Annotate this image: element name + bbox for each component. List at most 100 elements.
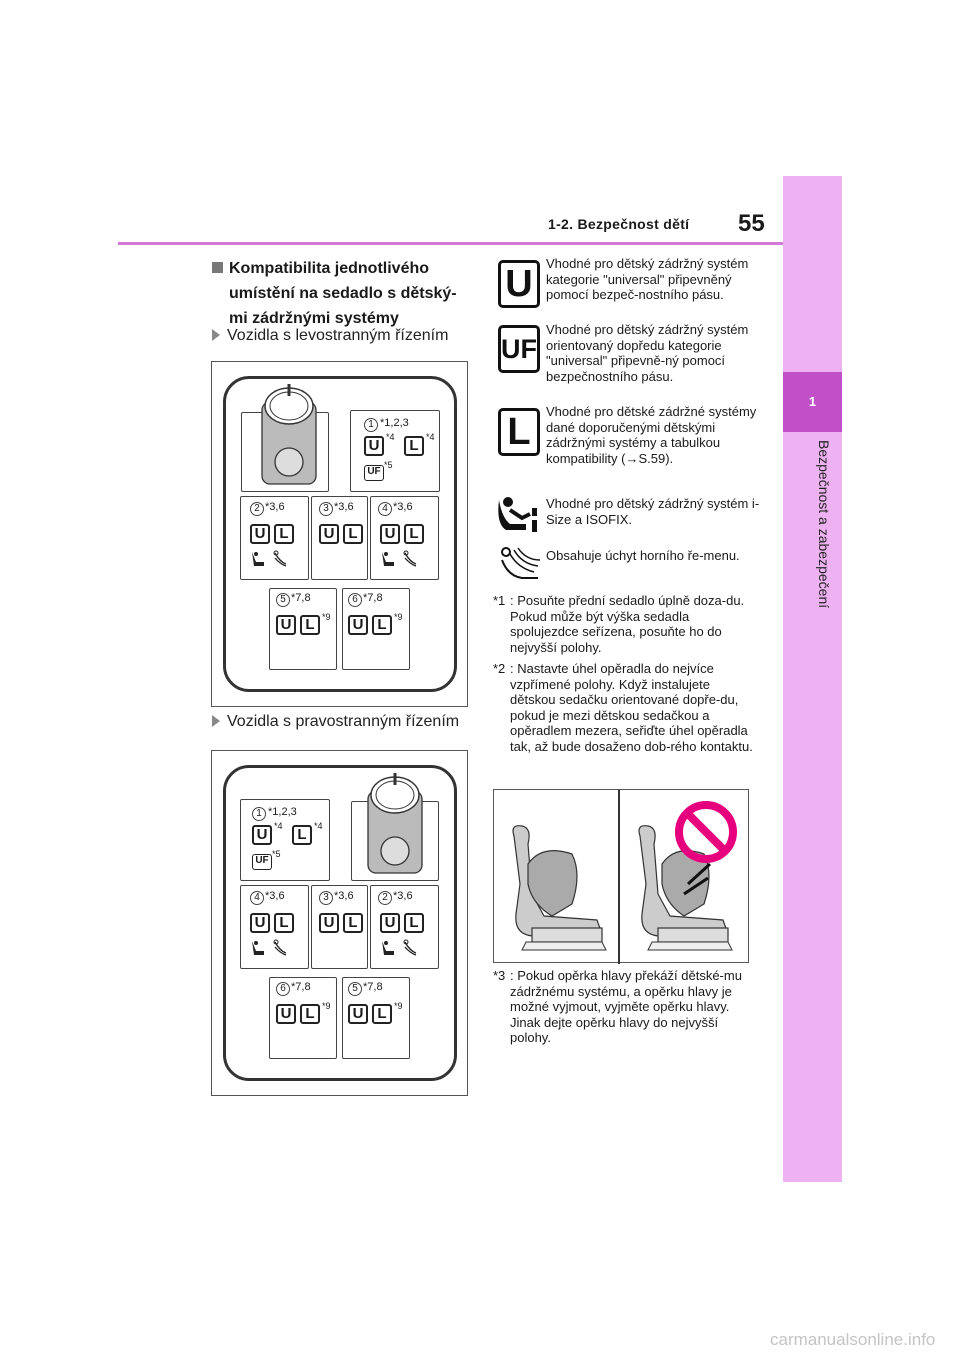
footnote-text: : Posuňte přední sedadlo úplně doza-du. … <box>510 593 745 655</box>
note-sup: *5 <box>384 460 393 470</box>
vehicle-outline <box>223 376 457 692</box>
seat-number: 3 <box>319 502 333 516</box>
triangle-bullet-icon <box>212 715 220 727</box>
seat-position-5 <box>342 977 410 1059</box>
note-sup: *4 <box>314 821 323 831</box>
anchor-icon <box>501 547 541 579</box>
subheading-rhd: Vozidla s pravostranným řízením <box>212 713 459 731</box>
seat-note: *3,6 <box>265 890 285 902</box>
heading-line-3: mi zádržnými systémy <box>229 310 399 327</box>
page-number: 55 <box>738 210 765 237</box>
uf-label: UF <box>364 465 384 481</box>
prohibited-icon <box>675 801 737 863</box>
l-label: L <box>404 913 424 933</box>
l-label: L <box>372 1004 392 1024</box>
u-label: U <box>319 913 339 933</box>
seat-position-5 <box>269 588 337 670</box>
u-label: U <box>250 524 270 544</box>
seat-position-2 <box>240 496 309 580</box>
footnote-text: : Pokud opěrka hlavy překáží dětské-mu z… <box>510 968 742 1045</box>
chapter-title: Bezpečnost a zabezpečení <box>816 440 832 609</box>
heading-line-2: umístění na sedadlo s dětský- <box>229 285 457 302</box>
legend-l-icon: L <box>498 408 540 456</box>
footnote-2: *2 : Nastavte úhel opěradla do nejvíce v… <box>493 661 758 754</box>
seat-note: *7,8 <box>363 592 383 604</box>
seat-note: *7,8 <box>291 981 311 993</box>
l-label: L <box>343 524 363 544</box>
triangle-bullet-icon <box>212 329 220 341</box>
vehicle-outline <box>223 765 457 1081</box>
seat-number: 5 <box>276 593 290 607</box>
footnote-3: *3 : Pokud opěrka hlavy překáží dětské-m… <box>493 968 758 1046</box>
u-label: U <box>380 913 400 933</box>
isize-icon <box>382 941 394 955</box>
seat-number: 2 <box>250 502 264 516</box>
seat-number: 4 <box>378 502 392 516</box>
footnote-1: *1 : Posuňte přední sedadlo úplně doza-d… <box>493 593 758 655</box>
l-label: L <box>292 825 312 845</box>
divider <box>618 790 620 964</box>
seat-note: *7,8 <box>363 981 383 993</box>
seat-position-1 <box>240 799 330 881</box>
chapter-number: 1 <box>783 372 842 432</box>
subheading-lhd-text: Vozidla s levostranným řízením <box>227 327 449 344</box>
footnote-mark: *2 <box>493 661 506 676</box>
note-sup: *4 <box>426 432 435 442</box>
seat-map-rhd: 1 *1,2,3 U *4 L *4 *5 UF 4 *3,6 U L 3 *3… <box>211 750 468 1096</box>
seat-illustration <box>493 789 749 964</box>
note-sup: *4 <box>274 821 283 831</box>
isize-icon <box>252 552 264 566</box>
note-sup: *9 <box>394 612 403 622</box>
legend-anchor-text: Obsahuje úchyt horního ře-menu. <box>546 548 740 563</box>
subheading-rhd-text: Vozidla s pravostranným řízením <box>227 713 460 730</box>
seat-number: 4 <box>250 891 264 905</box>
seat-map-lhd: 1 *1,2,3 U *4 L *4 *5 UF 2 *3,6 U L 3 *3… <box>211 361 468 707</box>
note-sup: *9 <box>322 612 331 622</box>
seat-note: *1,2,3 <box>380 417 409 429</box>
l-label: L <box>404 436 424 456</box>
seat-position-2 <box>370 885 439 969</box>
seat-note: *3,6 <box>334 501 354 513</box>
isize-icon <box>498 497 537 532</box>
footnote-text: : Nastavte úhel opěradla do nejvíce vzpř… <box>510 661 753 754</box>
seat-note: *3,6 <box>265 501 285 513</box>
seat-number: 5 <box>348 982 362 996</box>
seat-position-6 <box>269 977 337 1059</box>
footnote-mark: *3 <box>493 968 506 983</box>
seat-position-3 <box>311 885 368 969</box>
seat-position-3 <box>311 496 368 580</box>
footnote-mark: *1 <box>493 593 506 608</box>
u-label: U <box>348 615 368 635</box>
legend-uf-text: Vhodné pro dětský zádržný systém oriento… <box>546 322 749 384</box>
u-label: U <box>348 1004 368 1024</box>
l-label: L <box>404 524 424 544</box>
l-label: L <box>274 913 294 933</box>
note-sup: *9 <box>394 1001 403 1011</box>
seat-number: 6 <box>348 593 362 607</box>
legend-u-icon: U <box>498 260 540 308</box>
legend-l-text: Vhodné pro dětské zádržné systémy dané d… <box>546 404 757 466</box>
driver-figure-icon <box>261 384 317 485</box>
u-label: U <box>276 615 296 635</box>
l-label: L <box>274 524 294 544</box>
u-label: U <box>252 825 272 845</box>
note-sup: *4 <box>386 432 395 442</box>
note-sup: *9 <box>322 1001 331 1011</box>
note-sup: *5 <box>272 849 281 859</box>
u-label: U <box>380 524 400 544</box>
legend-isize-text: Vhodné pro dětský zádržný systém i-Size … <box>546 496 760 527</box>
chapter-tab <box>783 176 842 1182</box>
square-bullet-icon <box>212 262 223 273</box>
section-title: 1-2. Bezpečnost dětí <box>548 216 690 232</box>
u-label: U <box>364 436 384 456</box>
legend-uf-icon: UF <box>498 325 540 373</box>
seat-number: 1 <box>364 418 378 432</box>
uf-label: UF <box>252 854 272 870</box>
seat-note: *1,2,3 <box>268 806 297 818</box>
heading-line-1: Kompatibilita jednotlivého <box>229 260 430 277</box>
anchor-icon <box>273 550 287 567</box>
seat-note: *3,6 <box>393 501 413 513</box>
incorrect-seat-icon <box>638 825 733 951</box>
l-label: L <box>300 615 320 635</box>
seat-note: *3,6 <box>334 890 354 902</box>
